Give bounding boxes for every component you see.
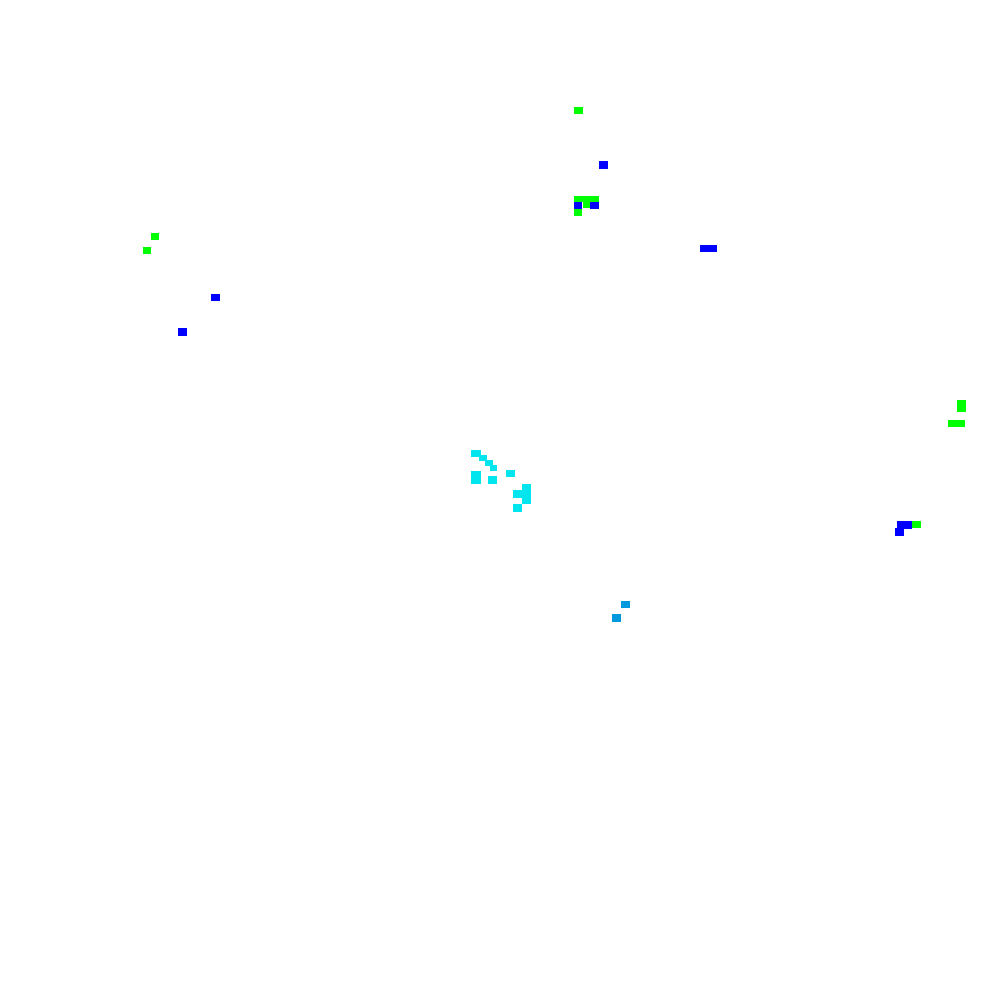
- cluster-right-green: [948, 400, 966, 427]
- cyan-pixel-mark: [506, 470, 515, 477]
- green-pixel-mark: [957, 400, 966, 412]
- green-pixel-mark: [583, 202, 591, 208]
- cluster-top-right-blue-bar: [700, 245, 717, 252]
- blue-pixel-mark: [211, 294, 220, 301]
- green-pixel-mark: [143, 247, 151, 254]
- cyan-pixel-mark: [522, 484, 531, 504]
- blue-pixel-mark: [897, 521, 912, 529]
- sky-pixel-mark: [621, 601, 630, 608]
- cyan-pixel-mark: [513, 490, 523, 498]
- cluster-top-green-single: [574, 107, 583, 114]
- green-pixel-mark: [574, 209, 582, 216]
- blue-pixel-mark: [895, 528, 904, 536]
- blue-pixel-mark: [700, 245, 717, 252]
- cluster-left-green-pair: [143, 233, 159, 254]
- cyan-pixel-mark: [471, 471, 481, 484]
- green-pixel-mark: [912, 521, 921, 528]
- cluster-top-mixed: [574, 196, 599, 216]
- green-pixel-mark: [948, 420, 965, 427]
- cluster-right-mixed: [895, 521, 921, 536]
- cyan-pixel-mark: [490, 465, 497, 471]
- blue-pixel-mark: [590, 202, 599, 209]
- cluster-top-blue-single: [599, 161, 608, 169]
- cluster-center-cyan: [471, 450, 531, 512]
- green-pixel-mark: [151, 233, 159, 240]
- blue-pixel-mark: [178, 328, 187, 336]
- green-pixel-mark: [574, 107, 583, 114]
- blue-pixel-mark: [599, 161, 608, 169]
- green-pixel-mark: [574, 196, 599, 202]
- cluster-lower-sky-pair: [612, 601, 630, 622]
- cyan-pixel-mark: [471, 450, 481, 457]
- cluster-left-blue-pair: [178, 294, 220, 336]
- cyan-pixel-mark: [488, 476, 497, 484]
- sky-pixel-mark: [612, 614, 621, 622]
- cyan-pixel-mark: [479, 455, 487, 461]
- cyan-pixel-mark: [513, 504, 522, 512]
- cyan-pixel-mark: [485, 460, 493, 466]
- blue-pixel-mark: [574, 202, 582, 209]
